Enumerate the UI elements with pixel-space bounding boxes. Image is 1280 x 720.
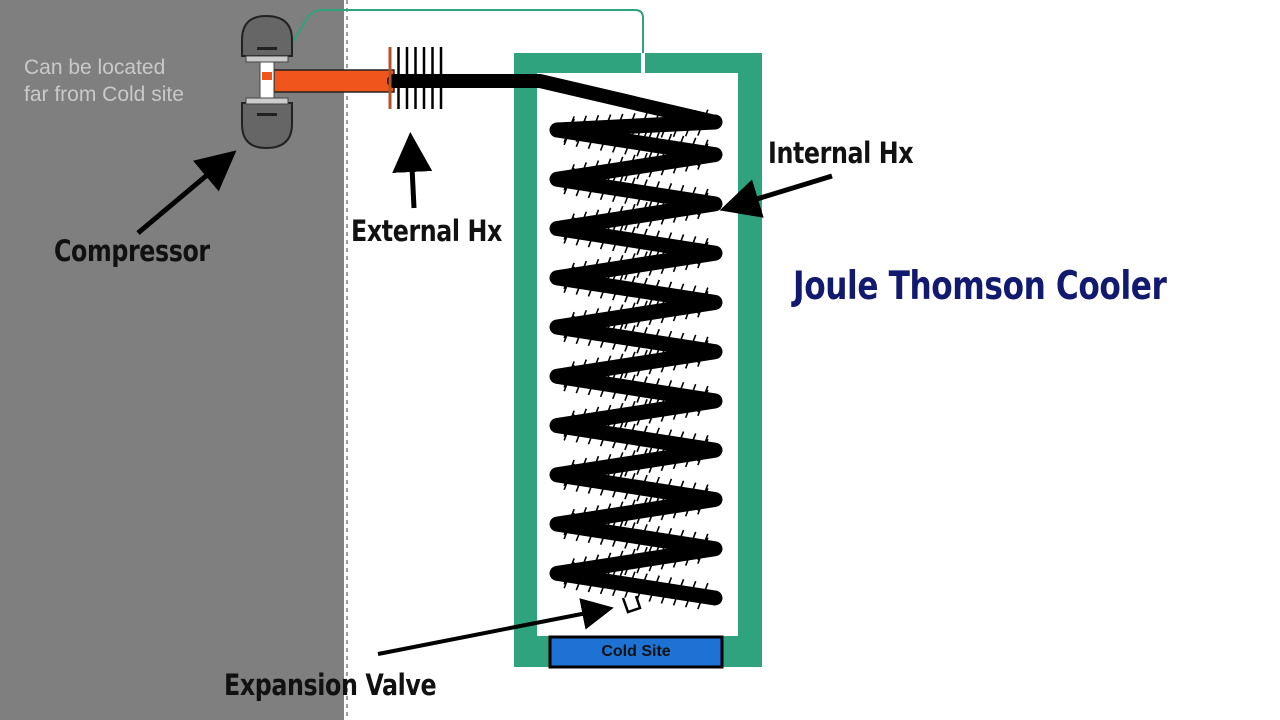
- location-note: Can be located far from Cold site: [24, 54, 324, 108]
- external-hx-arrow: [392, 132, 433, 209]
- compressor-unit: [241, 14, 293, 150]
- external-fin-lines: [388, 47, 443, 109]
- compressor-arrow: [136, 150, 237, 235]
- internal-hx-coil: [549, 114, 723, 606]
- coil-fin-lines: [563, 109, 709, 610]
- expansion-valve-label: Expansion Valve: [224, 668, 437, 702]
- return-line: [287, 9, 644, 72]
- location-note-line2: far from Cold site: [24, 83, 184, 106]
- cold-site-label: Cold Site: [601, 643, 671, 660]
- pipe-to-coil: [387, 74, 722, 129]
- expansion-valve-arrow: [377, 598, 614, 656]
- external-hx-fins: [388, 47, 443, 109]
- internal-hx-label: Internal Hx: [768, 136, 914, 170]
- cold-site-plate: [548, 635, 724, 669]
- internal-hx-fins: [563, 109, 709, 610]
- coil-path: [549, 114, 723, 606]
- compressor-label: Compressor: [54, 234, 210, 268]
- external-hx-label: External Hx: [351, 214, 502, 248]
- internal-hx-arrow: [719, 173, 833, 218]
- expansion-valve-shape: [621, 595, 642, 614]
- diagram-title: Joule Thomson Cooler: [793, 264, 1167, 309]
- location-note-line1: Can be located: [24, 56, 166, 79]
